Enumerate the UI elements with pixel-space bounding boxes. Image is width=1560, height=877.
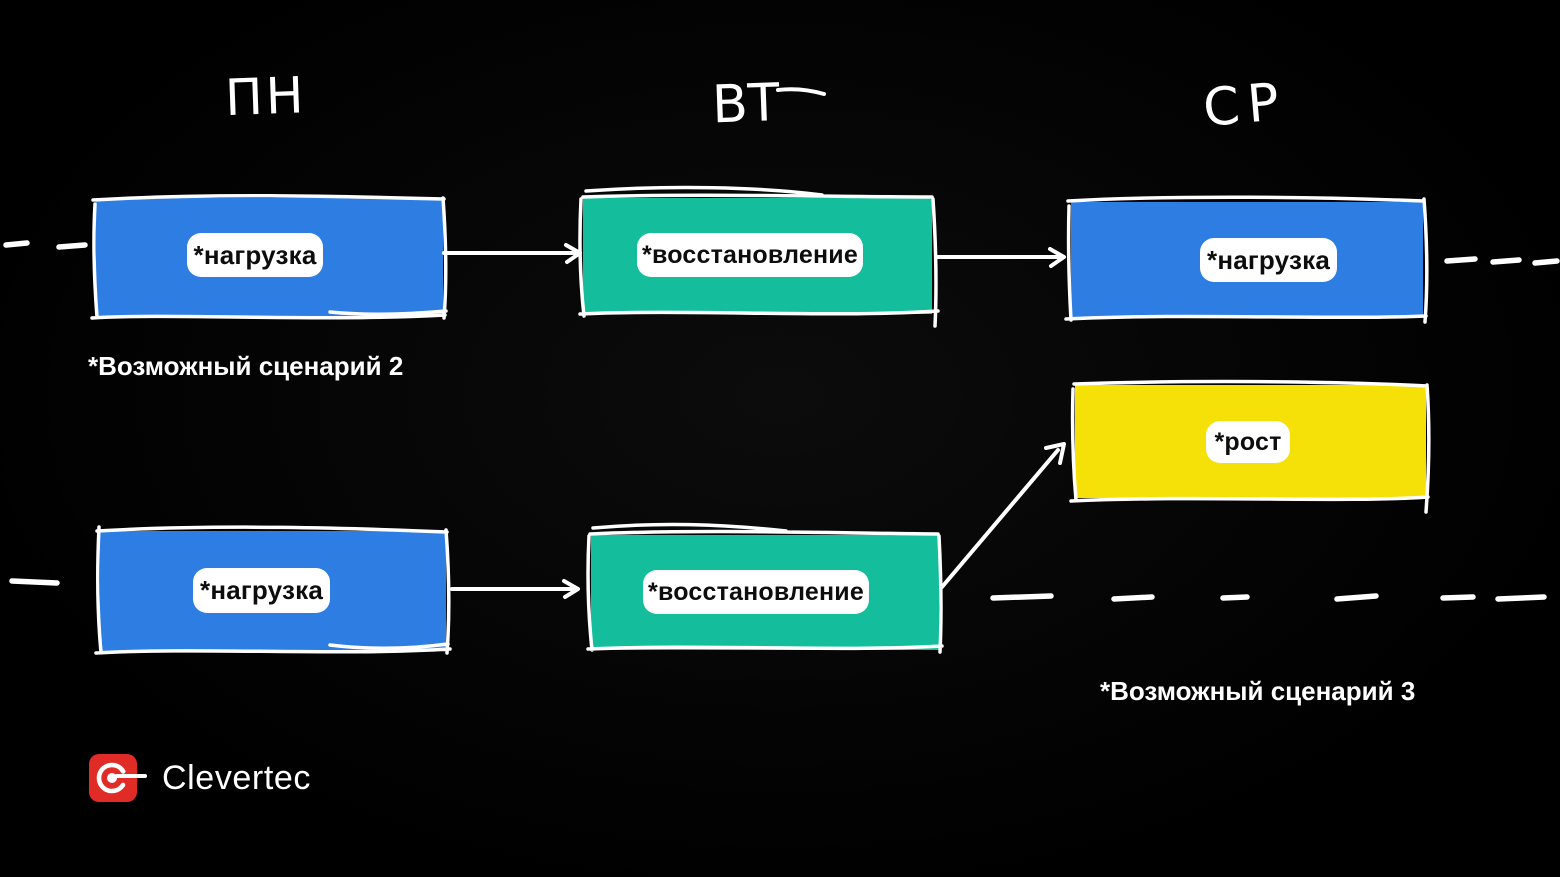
dashes-left-s3 xyxy=(9,578,60,586)
node-label-growth-wednesday-s3: *рост xyxy=(1206,421,1290,463)
node-label-load-wednesday-s2: *нагрузка xyxy=(1200,238,1337,282)
column-header-monday: ПН xyxy=(224,66,307,127)
node-label-recovery-tuesday-s3: *восстановление xyxy=(643,570,869,614)
dashed-continuations xyxy=(3,240,1560,602)
sketch-outlines xyxy=(90,185,1431,655)
caption-scenario-2: *Возможный сценарий 2 xyxy=(88,351,404,381)
node-label-text: *восстановление xyxy=(642,240,858,269)
node-label-recovery-tuesday-s2: *восстановление xyxy=(637,233,863,277)
arrow-mon-to-tue-s2 xyxy=(442,243,582,264)
brand-logo: Clevertec xyxy=(88,753,311,803)
node-label-text: *рост xyxy=(1214,427,1282,456)
node-label-text: *нагрузка xyxy=(200,575,323,605)
column-header-tuesday: ВТ xyxy=(711,73,781,135)
outline-load-monday-s2 xyxy=(90,193,448,320)
arrow-mon-to-tue-s3 xyxy=(450,579,580,599)
outline-growth-wednesday-s3 xyxy=(1069,379,1431,514)
node-label-text: *восстановление xyxy=(648,577,864,606)
logo-dot xyxy=(107,773,117,783)
arrow-tue-to-wed-s2 xyxy=(934,247,1066,268)
flow-arrows xyxy=(442,243,1066,599)
outline-load-monday-s3 xyxy=(94,525,452,655)
clevertec-logo-icon xyxy=(89,754,147,802)
outline-recovery-tuesday-s3 xyxy=(586,522,944,654)
logo-ring xyxy=(96,762,128,794)
outline-recovery-tuesday-s2 xyxy=(578,185,940,328)
column-header-wednesday: СР xyxy=(1201,72,1290,139)
outline-load-wednesday-s2 xyxy=(1064,195,1429,324)
caption-scenario-3: *Возможный сценарий 3 xyxy=(1100,676,1416,706)
node-label-text: *нагрузка xyxy=(193,239,317,270)
node-label-load-monday-s3: *нагрузка xyxy=(193,568,330,613)
node-label-load-monday-s2: *нагрузка xyxy=(187,233,323,277)
header-tuesday-flourish xyxy=(776,87,826,96)
arrow-tue-to-growth-s3 xyxy=(940,442,1066,589)
dashes-right-s2 xyxy=(1444,256,1560,266)
brand-name: Clevertec xyxy=(162,758,312,797)
dashes-right-s3 xyxy=(990,593,1547,602)
node-label-text: *нагрузка xyxy=(1207,244,1330,275)
dashes-left-s2 xyxy=(3,240,88,250)
